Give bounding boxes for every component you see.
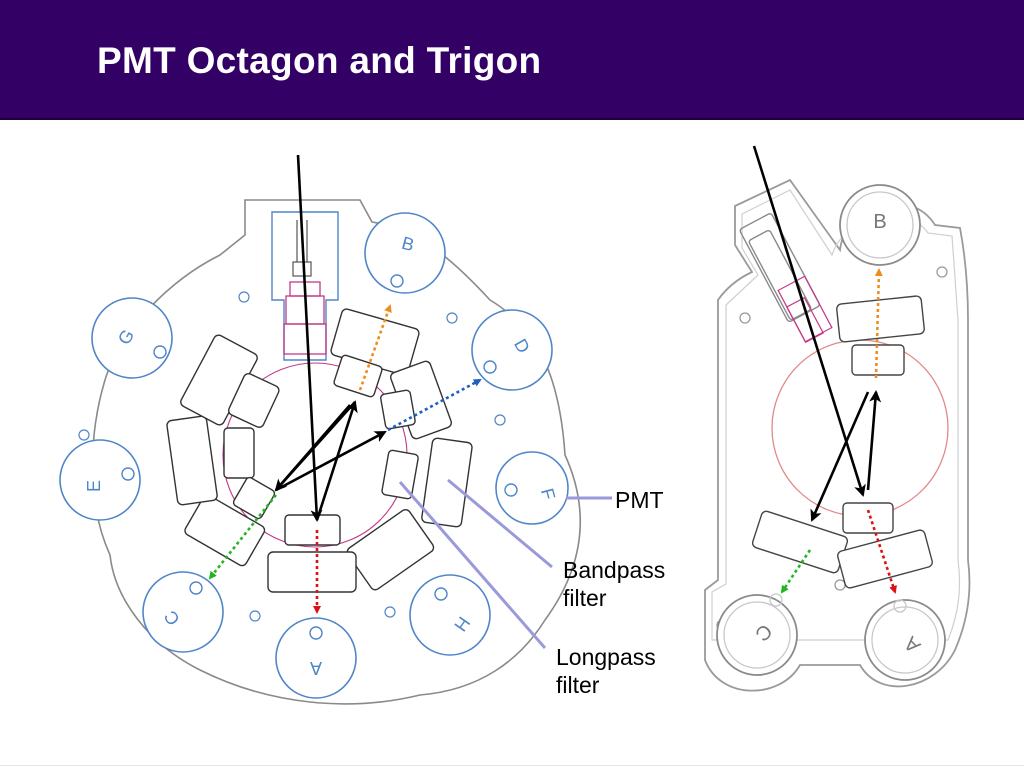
- bandpass-filter-label: Bandpass filter: [563, 556, 665, 612]
- port-letter-a: A: [310, 658, 322, 678]
- port-letter-e: E: [84, 480, 104, 492]
- incident-ray-octagon: [296, 154, 323, 522]
- filter-block-inner-upper-left: [228, 372, 280, 428]
- pmt-port-d: [471, 309, 553, 391]
- filter-block-bottom: [267, 551, 357, 593]
- longpass-callout-line: [398, 481, 547, 649]
- filter-block-lower-left: [184, 494, 266, 567]
- octagon-rays: [274, 154, 387, 522]
- trigon-rays: [752, 145, 882, 522]
- trigon-letter-b: B: [873, 211, 886, 233]
- callout-lines: [398, 478, 612, 649]
- slide-bottom-rule: [0, 765, 1024, 766]
- octagon-beams: [208, 304, 482, 614]
- trigon-port-b: [839, 184, 921, 266]
- bandpass-filter-right-lower: [381, 449, 419, 500]
- trigon-beam-to-b: [874, 268, 883, 379]
- filter-block-right: [421, 437, 473, 528]
- pmt-port-c: [142, 571, 224, 653]
- trigon-assembly: B A C: [704, 178, 971, 692]
- bandpass-label-line1: Bandpass: [563, 557, 666, 583]
- pmt-label: PMT: [615, 487, 664, 513]
- trigon-filter-top-large: [836, 295, 925, 343]
- filter-block-left: [166, 415, 218, 506]
- port-sub-holes: [121, 274, 518, 640]
- bandpass-filter-bottom: [284, 514, 341, 546]
- trigon-filters: [751, 295, 933, 589]
- title-bar: PMT Octagon and Trigon: [0, 0, 1024, 120]
- longpass-filter-label: Longpass filter: [556, 643, 656, 699]
- pmt-port-g: [91, 297, 173, 379]
- trigon-filter-right: [837, 529, 933, 589]
- pmt-port-h: [409, 574, 491, 656]
- pmt-port-b: [364, 212, 446, 294]
- longpass-label-line1: Longpass: [556, 644, 656, 670]
- trigon-port-a: [864, 599, 946, 681]
- pmt-port-e: [59, 439, 141, 521]
- longpass-label-line2: filter: [556, 672, 600, 698]
- incident-ray-trigon: [752, 145, 866, 497]
- pmt-port-a: [275, 617, 357, 699]
- slide-title: PMT Octagon and Trigon: [97, 40, 542, 81]
- port-letter-b: B: [400, 233, 417, 255]
- trigon-beam-to-a: [866, 509, 897, 594]
- trigon-port-c: [716, 594, 798, 676]
- trigon-pmt-ports: [716, 184, 946, 681]
- beam-to-port-b: [358, 304, 392, 391]
- trigon-filter-top-small: [851, 344, 905, 376]
- bandpass-label-line2: filter: [563, 585, 607, 611]
- reflected-ray-3: [275, 430, 387, 492]
- port-letter-f: F: [537, 486, 559, 502]
- trigon-beams: [780, 268, 897, 594]
- trigon-reflected-ray-2: [810, 391, 870, 522]
- filter-block-lower-right: [346, 508, 435, 591]
- bandpass-callout-line: [447, 478, 553, 569]
- pmt-port-f: [495, 451, 569, 525]
- octagon-assembly: B D F H A C E G: [59, 199, 582, 705]
- octagon-pmt-ports: [59, 212, 569, 699]
- reflected-ray-1: [315, 400, 358, 521]
- reflected-ray-4: [275, 404, 351, 491]
- trigon-port-rings: [723, 191, 939, 674]
- trigon-reflected-ray-1: [866, 390, 882, 491]
- trigon-beam-to-c: [780, 549, 812, 594]
- octagon-stem-outline: [271, 211, 339, 361]
- trigon-arm: [739, 213, 820, 323]
- filter-block-inner-left: [223, 427, 255, 479]
- trigon-filter-center: [842, 502, 894, 534]
- bandpass-filter-right: [380, 389, 416, 430]
- stem-rod: [292, 220, 312, 277]
